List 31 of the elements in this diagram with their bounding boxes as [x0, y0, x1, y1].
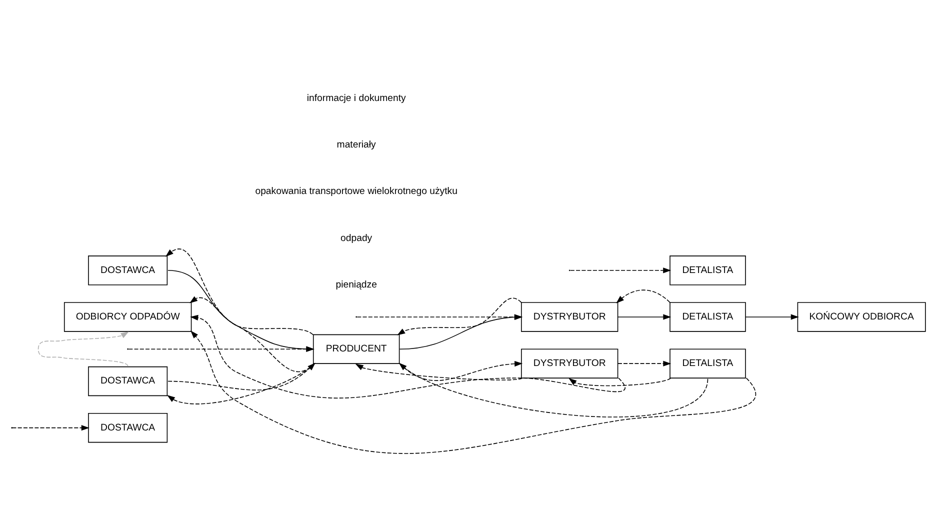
node-box: PRODUCENT	[312, 334, 400, 364]
arrow	[190, 330, 756, 454]
arrow	[128, 346, 314, 352]
arrow	[38, 331, 129, 366]
node-box: ODBIORCY ODPADÓW	[64, 302, 192, 332]
legend-label: odpady	[340, 232, 372, 244]
node-box: DYSTRYBUTOR	[521, 302, 618, 332]
arrow	[355, 363, 523, 380]
arrow	[12, 424, 90, 430]
node-box: DETALISTA	[670, 348, 746, 378]
arrow	[568, 377, 672, 386]
legend-label: informacje i dokumenty	[306, 92, 406, 104]
node-box: DETALISTA	[670, 255, 746, 285]
arrow	[617, 360, 672, 366]
arrow	[745, 314, 799, 320]
arrow	[617, 314, 672, 320]
arrow	[616, 289, 670, 303]
node-box: DETALISTA	[670, 302, 746, 332]
node-box: DOSTAWCA	[88, 255, 168, 285]
legend-label: opakowania transportowe wielokrotnego użytku	[255, 186, 458, 197]
node-box: DOSTAWCA	[88, 366, 168, 396]
legend-label: pieniądze	[336, 278, 377, 290]
node-box: DOSTAWCA	[88, 412, 168, 442]
legend-label: materiały	[336, 139, 376, 150]
arrow	[570, 267, 672, 273]
node-box: DYSTRYBUTOR	[521, 348, 618, 378]
arrow	[398, 362, 708, 417]
arrow	[168, 270, 314, 352]
node-box: KOŃCOWY ODBIORCA	[797, 302, 926, 332]
arrow	[165, 248, 314, 335]
arrow	[399, 360, 523, 380]
